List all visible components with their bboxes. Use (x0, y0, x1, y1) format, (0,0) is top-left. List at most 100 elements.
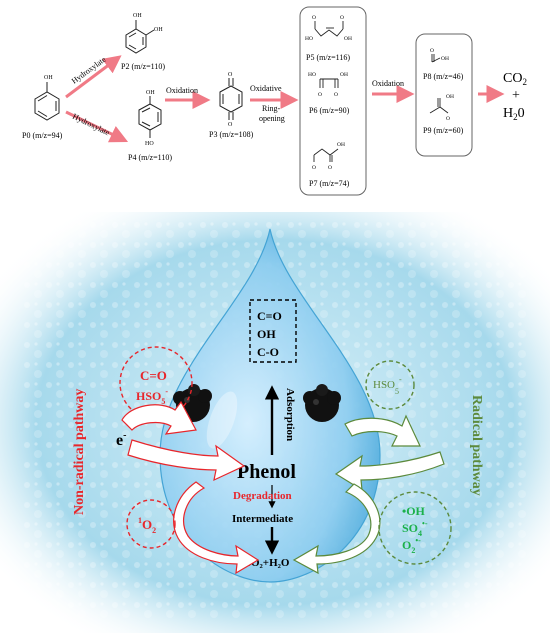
right-bubble-hso5-text: HSO5- (373, 375, 402, 396)
right-arrow-middle (334, 451, 445, 492)
o2-main: O (402, 538, 411, 552)
p0-oh-atom: OH (44, 75, 53, 81)
oxidation-1-label: Oxidation (166, 86, 198, 95)
p6-structure (319, 78, 339, 88)
group-co-single: C-O (257, 345, 279, 359)
p5-structure (314, 21, 344, 37)
p9-oh-atom: OH (446, 94, 454, 100)
p5-label: P5 (m/z=116) (306, 53, 350, 62)
p2-oh-atom-2: OH (154, 27, 163, 33)
group-oh: OH (257, 327, 276, 341)
radical-o2-label: O2•- (402, 536, 421, 555)
electron-main: e (116, 432, 123, 449)
box-p5-p7 (299, 6, 367, 196)
p8-label: P8 (m/z=46) (423, 72, 464, 81)
radical-pathway-label: Radical pathway (469, 395, 484, 496)
p3-label: P3 (m/z=108) (209, 130, 254, 139)
right-bubble-radicals (378, 491, 452, 565)
p3-o-atom-top: O (228, 72, 233, 78)
nonradical-pathway-label: Non-radical pathway (72, 389, 87, 515)
p2-structure (125, 20, 155, 54)
co2-main: CO (503, 71, 522, 86)
co2-text: CO2 (503, 71, 527, 87)
singlet-sub: 2 (152, 526, 156, 535)
degradation-label: Degradation (233, 490, 292, 502)
hydroxylate-lower-label: Hydroxylate (71, 112, 111, 138)
arrow-p0-to-p4 (65, 110, 129, 143)
electron-sup: - (123, 430, 126, 441)
arrow-p0-to-p2 (65, 55, 122, 99)
p6-oh-atom: OH (340, 72, 348, 78)
p0-label: P0 (m/z=94) (22, 131, 63, 140)
p0-structure (34, 82, 60, 121)
functional-groups-box (249, 299, 297, 363)
p2-label: P2 (m/z=110) (121, 62, 165, 71)
p4-structure (138, 96, 162, 138)
box-p8-p9 (415, 33, 473, 157)
radical-oh-label: •OH (402, 504, 426, 518)
left-bubble-co: C=O (140, 368, 167, 383)
so4-main: SO (402, 521, 418, 535)
p7-oh-atom: OH (337, 142, 345, 148)
p3-o-atom-bottom: O (228, 122, 233, 128)
p6-ho-atom: HO (308, 72, 316, 78)
p7-o-atom-left: O (312, 165, 316, 171)
p8-o-atom: O (430, 48, 434, 54)
h2o-main: H (503, 106, 513, 121)
p5-oh-atom: OH (344, 36, 352, 42)
opening-label: opening (259, 114, 285, 123)
right-arrow-upper (344, 414, 421, 447)
intermediate-label: Intermediate (232, 513, 293, 525)
p8-structure (431, 54, 441, 63)
p2-oh-atom-1: OH (133, 13, 142, 19)
p5-o-atom-right: O (340, 15, 344, 21)
h2o-end: 0 (518, 106, 525, 121)
p5-o-atom-left: O (312, 15, 316, 21)
p6-o-atom-left: O (318, 92, 322, 98)
p9-label: P9 (m/z=60) (423, 126, 464, 135)
mechanism-illustration: C=O OH C-O Adsorption Phenol Degradation… (0, 212, 550, 633)
oxidative-label: Oxidative (250, 84, 282, 93)
left-bubble-hso5: HSO5- (136, 387, 168, 406)
p7-label: P7 (m/z=74) (309, 179, 350, 188)
o2-sub: 2 (411, 546, 415, 555)
droplet-highlight (206, 391, 238, 449)
right-hso-main: HSO (373, 379, 395, 391)
left-hso-sub: 5 (161, 397, 165, 406)
right-hso-sup: - (399, 375, 402, 384)
p6-o-atom-right: O (334, 92, 338, 98)
singlet-oxygen-label: 1O2 (138, 516, 156, 535)
so4-sup: •- (422, 519, 428, 528)
co2-sub: 2 (522, 77, 527, 87)
phenol-label: Phenol (237, 461, 296, 483)
singlet-main: O (142, 517, 152, 532)
adsorption-label: Adsorption (284, 388, 296, 441)
o2-sup: •- (415, 536, 421, 545)
radical-so4-label: SO4•- (402, 519, 428, 538)
left-arrow-upper (121, 400, 197, 435)
p8-oh-atom: OH (441, 56, 449, 62)
electron-label: e- (116, 430, 126, 449)
right-arrow-lower (292, 483, 381, 575)
group-co-double: C=O (257, 309, 282, 323)
p9-o-atom: O (446, 116, 450, 122)
degradation-pathway: OH P0 (m/z=94) Hydroxylate Hydroxylate O… (22, 6, 527, 196)
p4-oh-atom: OH (146, 90, 155, 96)
p7-structure (313, 148, 339, 162)
right-hso-sub: 5 (395, 387, 399, 396)
p6-label: P6 (m/z=90) (309, 106, 350, 115)
p3-structure (219, 78, 243, 120)
water-droplet (159, 228, 381, 583)
left-bubble-singlet-oxygen (126, 499, 176, 549)
ring-label: Ring- (262, 104, 281, 113)
catalyst-particle-right (303, 384, 341, 422)
h2o-sub: 2 (513, 112, 518, 122)
p4-ho-atom: HO (145, 141, 154, 147)
p7-o-atom-right: O (328, 165, 332, 171)
so4-sub: 4 (418, 529, 422, 538)
plus-text: + (512, 88, 520, 103)
singlet-sup: 1 (138, 516, 142, 525)
left-hso-main: HSO (136, 389, 161, 403)
p4-label: P4 (m/z=110) (128, 153, 172, 162)
